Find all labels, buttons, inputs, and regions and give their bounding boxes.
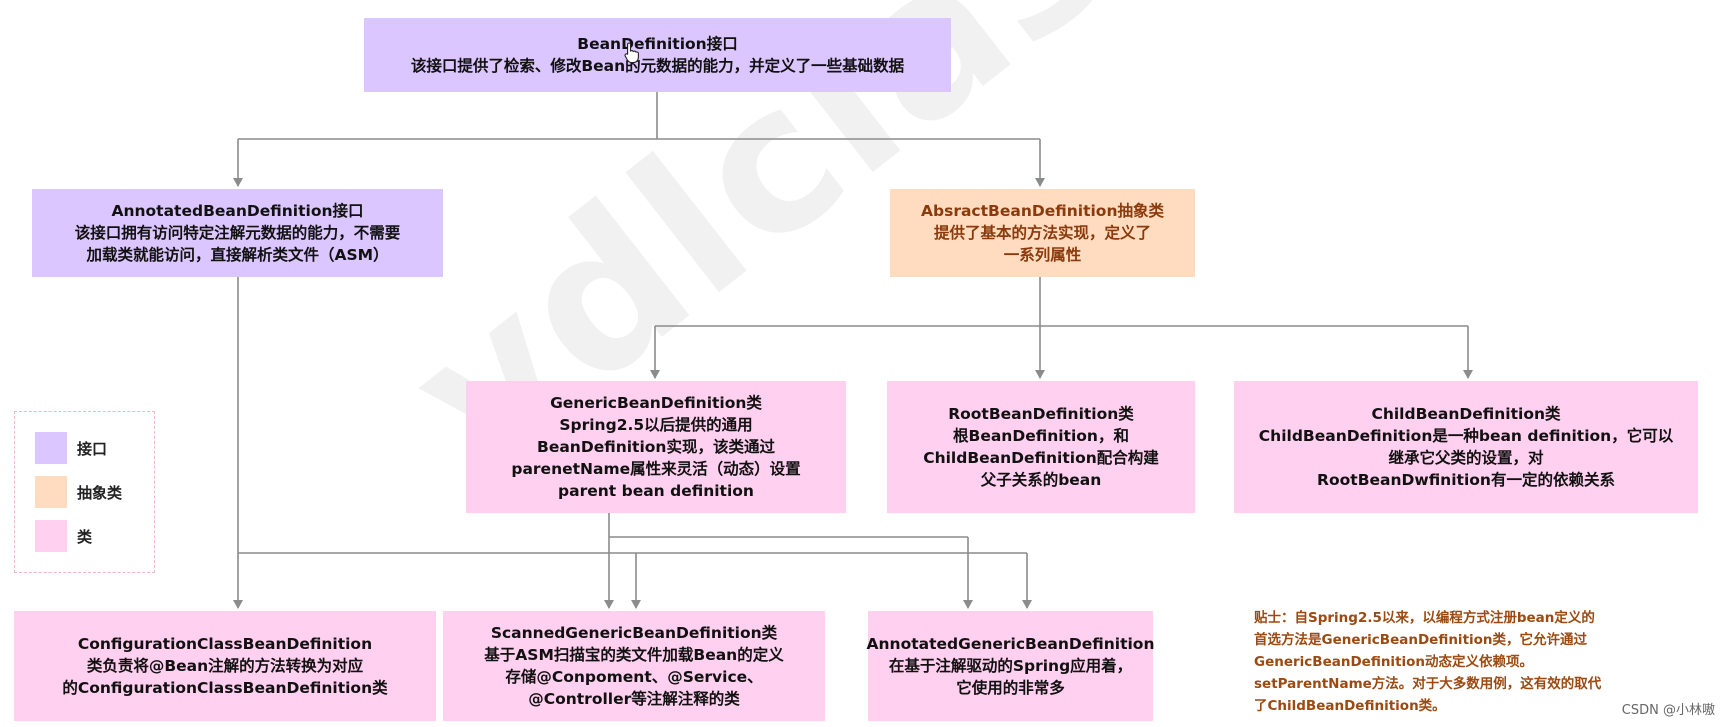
annotated-bean-definition-box: AnnotatedBeanDefinition接口 该接口拥有访问特定注解元数据…: [32, 189, 443, 277]
child-bean-definition-box: ChildBeanDefinition类 ChildBeanDefinition…: [1234, 381, 1698, 513]
credit-label: CSDN @小林嗷: [1621, 703, 1715, 718]
legend-label-interface: 接口: [77, 439, 108, 458]
annotated-generic-bean-definition-desc-line-1: 在基于注解驱动的Spring应用着，: [888, 657, 1133, 675]
abstract-bean-definition-desc-line-2: 一系列属性: [1003, 246, 1082, 264]
generic-bean-definition-desc-line-1: Spring2.5以后提供的通用: [559, 416, 753, 434]
root-bean-definition-desc-line-1: 根BeanDefinition，和: [953, 427, 1129, 445]
generic-bean-definition-desc-line-3: parenetName属性来灵活（动态）设置: [511, 460, 801, 478]
scanned-generic-bean-definition-desc-line-2: 存储@Conpoment、@Service、: [505, 668, 763, 686]
generic-bean-definition-title: GenericBeanDefinition类: [550, 394, 762, 412]
bean-definition-title: BeanDefinition接口: [577, 35, 738, 53]
legend-item-interface: 接口: [35, 432, 107, 464]
configuration-class-bean-definition-desc-line-2: 的ConfigurationClassBeanDefinition类: [62, 679, 388, 697]
child-bean-definition-title: ChildBeanDefinition类: [1371, 405, 1561, 423]
abstract-bean-definition-title: AbsractBeanDefinition抽象类: [921, 202, 1164, 220]
annotated-generic-bean-definition-box: AnnotatedGenericBeanDefinition 在基于注解驱动的S…: [866, 611, 1155, 721]
scanned-generic-bean-definition-box: ScannedGenericBeanDefinition类 基于ASM扫描宝的类…: [443, 611, 825, 721]
bean-definition-box: BeanDefinition接口 该接口提供了检索、修改Bean的元数据的能力，…: [364, 18, 951, 92]
scanned-generic-bean-definition-desc-line-1: 基于ASM扫描宝的类文件加载Bean的定义: [484, 646, 784, 664]
hand-cursor-icon: [624, 42, 639, 64]
legend-item-class: 类: [35, 520, 92, 552]
root-bean-definition-desc-line-3: 父子关系的bean: [980, 471, 1102, 489]
generic-bean-definition-desc-line-2: BeanDefinition实现，该类通过: [537, 438, 775, 456]
annotated-bean-definition-desc-line-2: 加载类就能访问，直接解析类文件（ASM）: [86, 246, 389, 264]
root-bean-definition-title: RootBeanDefinition类: [948, 405, 1134, 423]
legend-label-abstract-class: 抽象类: [77, 483, 123, 502]
root-bean-definition-box: RootBeanDefinition类 根BeanDefinition，和 Ch…: [887, 381, 1195, 513]
tip-line-1: 贴士：自Spring2.5以来，以编程方式注册bean定义的: [1254, 610, 1595, 626]
scanned-generic-bean-definition-desc-line-3: @Controller等注解注释的类: [528, 690, 740, 708]
legend-label-class: 类: [77, 527, 93, 546]
generic-bean-definition-desc-line-4: parent bean definition: [558, 482, 754, 500]
scanned-generic-bean-definition-title: ScannedGenericBeanDefinition类: [490, 624, 778, 642]
abstract-bean-definition-box: AbsractBeanDefinition抽象类 提供了基本的方法实现，定义了 …: [890, 189, 1195, 277]
annotated-bean-definition-title: AnnotatedBeanDefinition接口: [111, 202, 364, 220]
legend-item-abstract-class: 抽象类: [35, 476, 122, 508]
bean-definition-desc-line-1: 该接口提供了检索、修改Bean的元数据的能力，并定义了一些基础数据: [410, 57, 905, 75]
annotated-bean-definition-desc-line-1: 该接口拥有访问特定注解元数据的能力，不需要: [74, 224, 401, 242]
root-bean-definition-desc-line-2: ChildBeanDefinition配合构建: [923, 449, 1159, 467]
legend-swatch-interface: [35, 432, 67, 464]
tip-line-4: setParentName方法。对于大多数用例，这有效的取代: [1254, 676, 1602, 692]
configuration-class-bean-definition-box: ConfigurationClassBeanDefinition 类负责将@Be…: [14, 611, 436, 721]
configuration-class-bean-definition-title: ConfigurationClassBeanDefinition: [77, 635, 373, 653]
child-bean-definition-desc-line-3: RootBeanDwfinition有一定的依赖关系: [1317, 471, 1615, 489]
tip-note: 贴士：自Spring2.5以来，以编程方式注册bean定义的 首选方法是Gene…: [1254, 607, 1601, 717]
tip-line-3: GenericBeanDefinition动态定义依赖项。: [1254, 654, 1534, 670]
abstract-bean-definition-desc-line-1: 提供了基本的方法实现，定义了: [933, 224, 1151, 242]
tip-line-5: 了ChildBeanDefinition类。: [1254, 698, 1446, 714]
generic-bean-definition-box: GenericBeanDefinition类 Spring2.5以后提供的通用 …: [466, 381, 846, 513]
legend: 接口 抽象类 类: [14, 411, 155, 573]
child-bean-definition-desc-line-1: ChildBeanDefinition是一种bean definition，它可…: [1258, 427, 1674, 445]
legend-swatch-abstract-class: [35, 476, 67, 508]
child-bean-definition-desc-line-2: 继承它父类的设置，对: [1388, 449, 1544, 467]
annotated-generic-bean-definition-desc-line-2: 它使用的非常多: [956, 679, 1065, 697]
configuration-class-bean-definition-desc-line-1: 类负责将@Bean注解的方法转换为对应: [86, 657, 364, 675]
legend-swatch-class: [35, 520, 67, 552]
annotated-generic-bean-definition-title: AnnotatedGenericBeanDefinition: [866, 635, 1155, 653]
tip-line-2: 首选方法是GenericBeanDefinition类，它允许通过: [1254, 632, 1588, 648]
